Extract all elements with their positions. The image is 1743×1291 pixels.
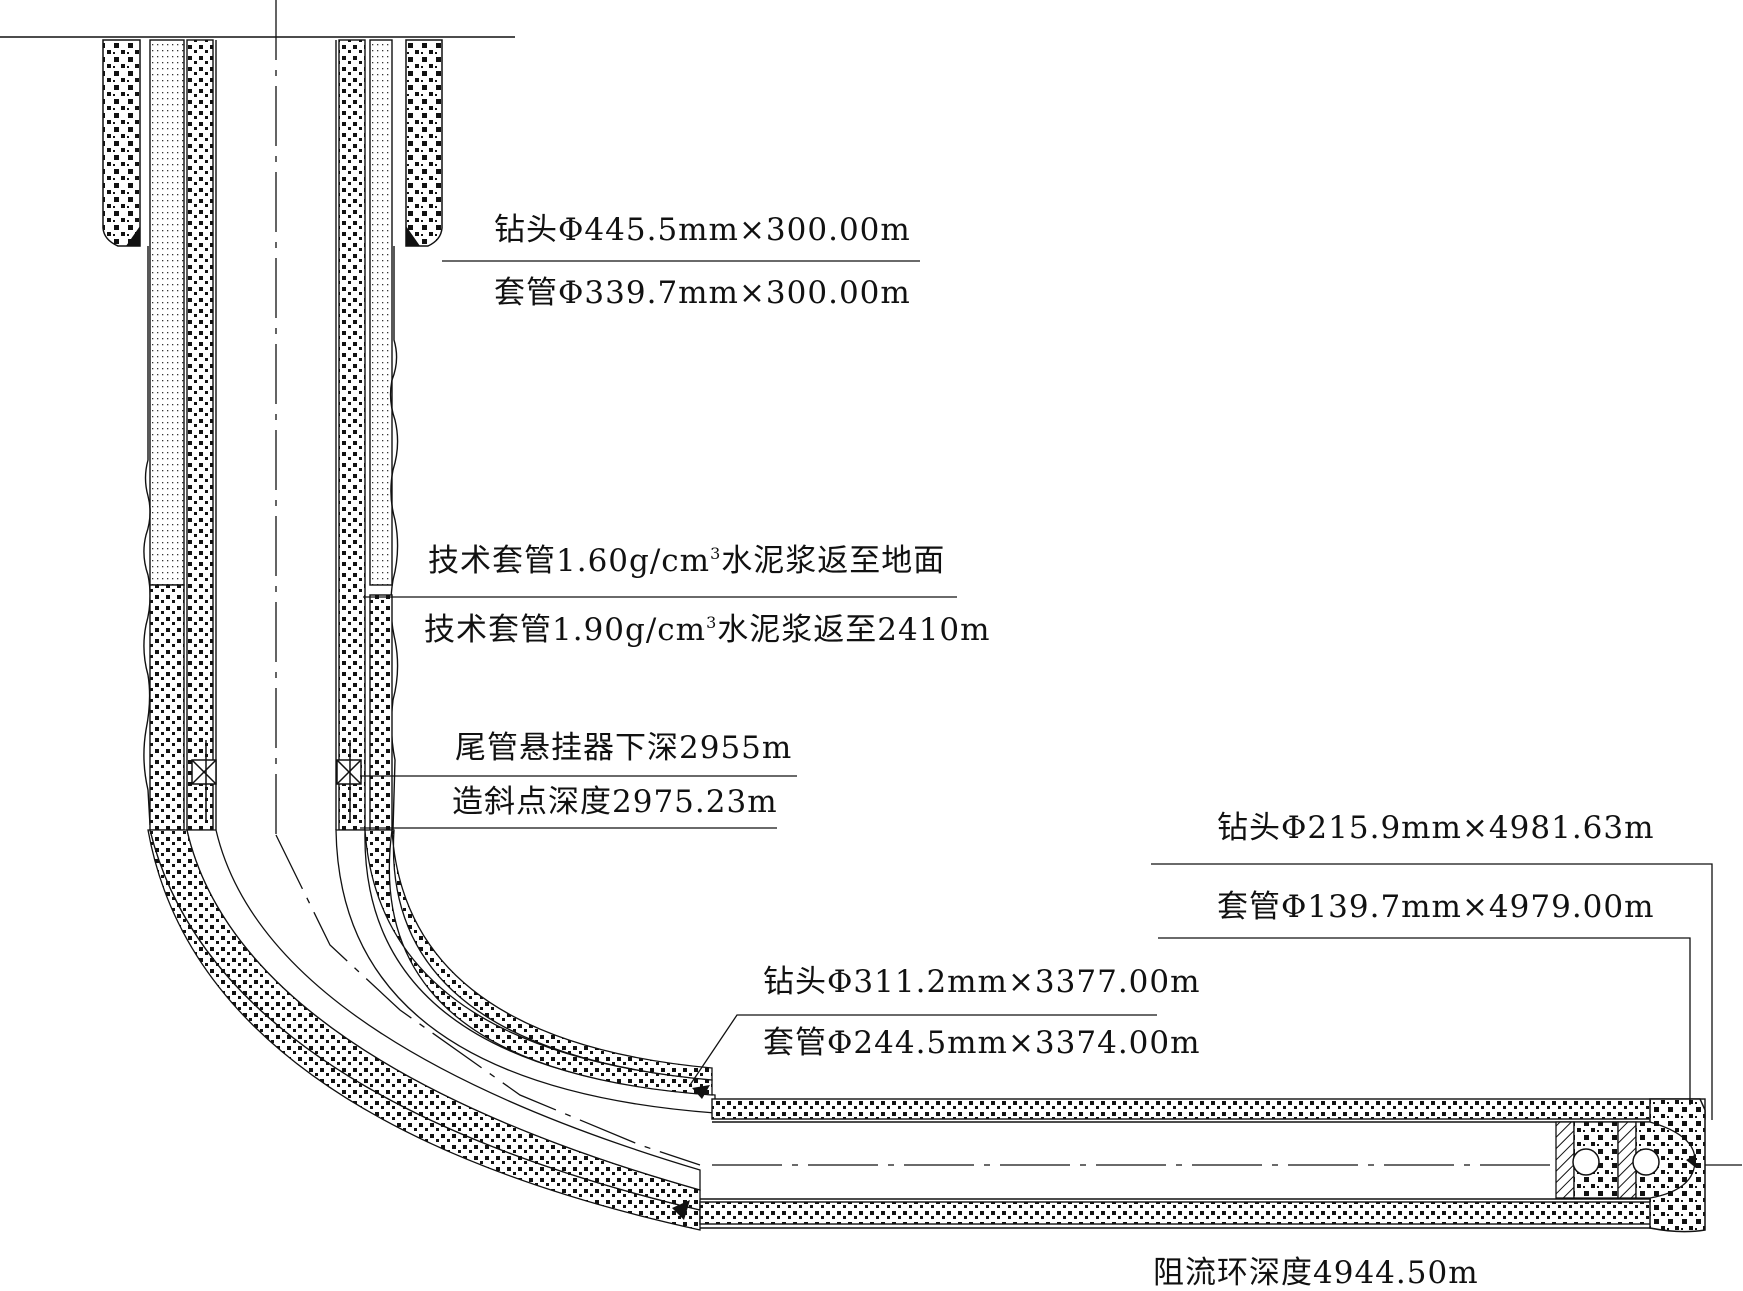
- float-collar-shoe: [1555, 1098, 1706, 1233]
- cement-high-density-label: 技术套管1.90g/cm3水泥浆返至2410m: [424, 612, 991, 648]
- surface-bit-label: 钻头Φ445.5mm×300.00m: [494, 212, 911, 248]
- surface-section: [102, 39, 443, 586]
- production-bit-label: 钻头Φ215.9mm×4981.63m: [1217, 810, 1655, 846]
- cement-low-density-label: 技术套管1.60g/cm3水泥浆返至地面: [428, 543, 946, 579]
- liner-hanger-marks: [191, 740, 362, 820]
- build-section: [147, 829, 716, 1231]
- surface-casing-label: 套管Φ339.7mm×300.00m: [494, 275, 911, 311]
- kickoff-point-label: 造斜点深度2975.23m: [452, 784, 778, 820]
- intermediate-cement-vertical: [149, 584, 393, 831]
- production-casing-label: 套管Φ139.7mm×4979.00m: [1217, 889, 1655, 925]
- leader-lines: [360, 260, 1713, 1120]
- centerline: [275, 0, 1743, 1166]
- liner-hanger-label: 尾管悬挂器下深2955m: [455, 730, 793, 766]
- intermediate-bit-label: 钻头Φ311.2mm×3377.00m: [763, 964, 1201, 1000]
- horizontal-section: [699, 1098, 1706, 1229]
- intermediate-casing-vertical: [186, 39, 366, 831]
- intermediate-casing-label: 套管Φ244.5mm×3374.00m: [763, 1025, 1201, 1061]
- float-collar-label: 阻流环深度4944.50m: [1153, 1255, 1479, 1291]
